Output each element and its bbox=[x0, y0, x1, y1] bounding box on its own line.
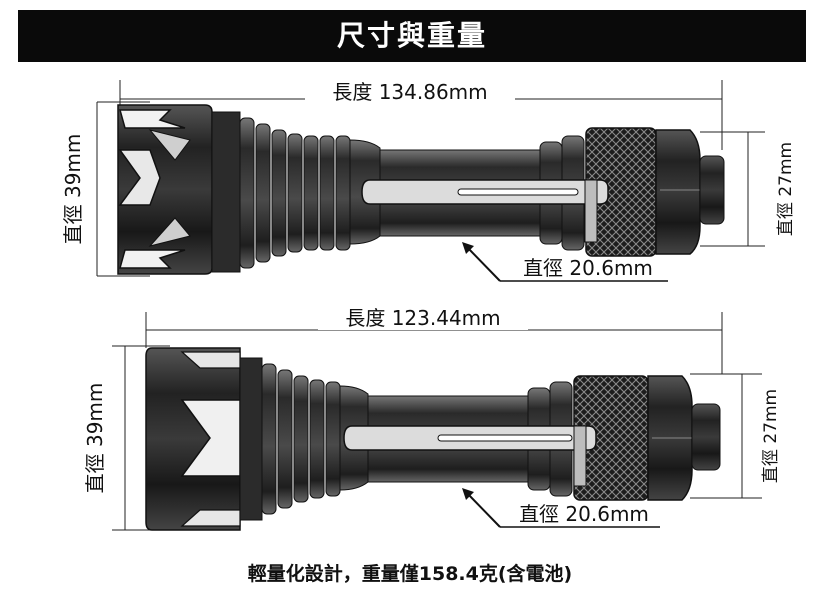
bottom-head-diameter-label: 直徑 39mm bbox=[83, 383, 107, 494]
page-title: 尺寸與重量 bbox=[336, 19, 487, 52]
bottom-flashlight: 長度 123.44mm 直徑 39mm 直徑 27mm bbox=[80, 306, 781, 531]
top-body-diameter-callout: 直徑 20.6mm bbox=[462, 242, 668, 282]
top-length-dimension: 長度 134.86mm bbox=[119, 80, 723, 150]
top-flashlight-drawing bbox=[117, 104, 725, 275]
top-tail-diameter-dimension: 直徑 27mm bbox=[700, 131, 796, 247]
bottom-tail-diameter-label: 直徑 27mm bbox=[761, 389, 781, 483]
bottom-flashlight-drawing bbox=[145, 347, 721, 531]
top-tail-diameter-label: 直徑 27mm bbox=[776, 142, 796, 236]
bottom-tail-diameter-dimension: 直徑 27mm bbox=[690, 373, 781, 499]
top-length-label: 長度 134.86mm bbox=[332, 80, 487, 104]
bottom-body-diameter-callout: 直徑 20.6mm bbox=[462, 488, 660, 528]
top-body-diameter-label: 直徑 20.6mm bbox=[523, 256, 653, 280]
bottom-head-diameter-dimension: 直徑 39mm bbox=[80, 345, 170, 531]
top-head-diameter-label: 直徑 39mm bbox=[61, 134, 85, 245]
weight-caption: 輕量化設計，重量僅158.4克(含電池) bbox=[247, 563, 573, 585]
bottom-length-label: 長度 123.44mm bbox=[345, 306, 500, 330]
bottom-length-dimension: 長度 123.44mm bbox=[145, 306, 723, 374]
top-head-diameter-dimension: 直徑 39mm bbox=[58, 101, 150, 277]
top-flashlight: 長度 134.86mm 直徑 39mm 直徑 27mm bbox=[58, 80, 796, 282]
bottom-body-diameter-label: 直徑 20.6mm bbox=[519, 502, 649, 526]
title-banner: 尺寸與重量 bbox=[18, 10, 806, 62]
